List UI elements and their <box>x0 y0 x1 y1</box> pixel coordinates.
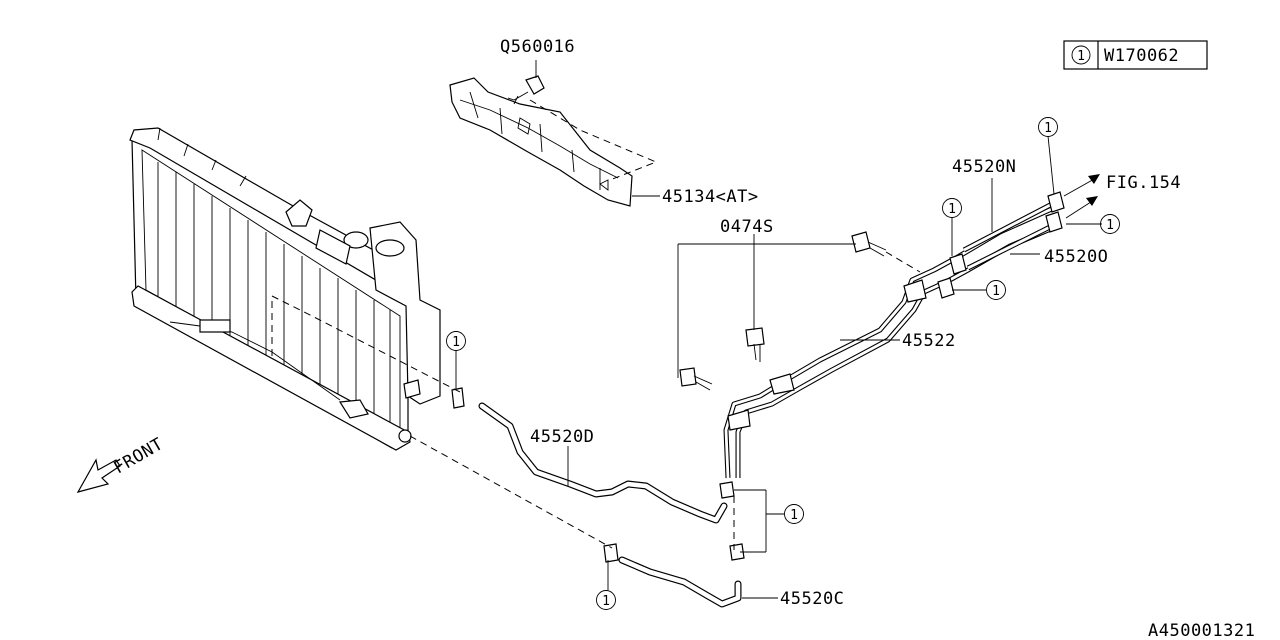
callout-1-top: 1 <box>1038 117 1058 137</box>
legend-marker: 1 <box>1077 49 1085 64</box>
callout-1-radiator-hose: 1 <box>446 331 466 351</box>
callout-1-bottom: 1 <box>596 590 616 610</box>
label-q560016: Q560016 <box>500 37 575 57</box>
label-diagram-id: A450001321 <box>1148 621 1255 640</box>
radiator <box>129 127 441 451</box>
svg-text:1: 1 <box>992 284 1000 299</box>
label-0474s: 0474S <box>720 217 774 237</box>
front-label: FRONT <box>111 434 167 478</box>
svg-text:1: 1 <box>452 335 460 350</box>
arrow-head-lower <box>1086 196 1098 206</box>
arrow-head-upper <box>1088 174 1100 184</box>
hose-45520c <box>603 543 742 608</box>
legend-box: 1 W170062 <box>1063 40 1208 70</box>
callout-1-pipe-lower: 1 <box>986 280 1006 300</box>
label-45520n: 45520N <box>952 157 1016 177</box>
bolt-q560016 <box>507 60 545 105</box>
assembly-lines <box>271 251 921 550</box>
cover-45134 <box>449 77 658 207</box>
svg-text:1: 1 <box>1044 121 1052 136</box>
hose-45520d <box>451 387 728 524</box>
svg-text:1: 1 <box>1106 218 1114 233</box>
callout-1-right: 1 <box>1100 214 1120 234</box>
label-45522: 45522 <box>902 331 956 351</box>
svg-text:1: 1 <box>790 508 798 523</box>
legend-code: W170062 <box>1104 46 1179 66</box>
front-arrow: FRONT <box>76 434 167 493</box>
svg-text:1: 1 <box>602 594 610 609</box>
pipe-45522 <box>719 205 1059 561</box>
callout-1-pipe-mid: 1 <box>942 198 962 218</box>
label-fig-154: FIG.154 <box>1106 173 1181 193</box>
label-45520d: 45520D <box>530 427 594 447</box>
callout-1-connectors: 1 <box>784 504 804 524</box>
pipes-45520n-o <box>937 191 1065 299</box>
label-45134: 45134<AT> <box>662 187 759 207</box>
leader-lines <box>455 135 1102 599</box>
clips-0474s <box>679 231 887 391</box>
label-45520o: 45520O <box>1044 247 1108 267</box>
label-45520c: 45520C <box>780 589 844 609</box>
svg-text:1: 1 <box>948 202 956 217</box>
